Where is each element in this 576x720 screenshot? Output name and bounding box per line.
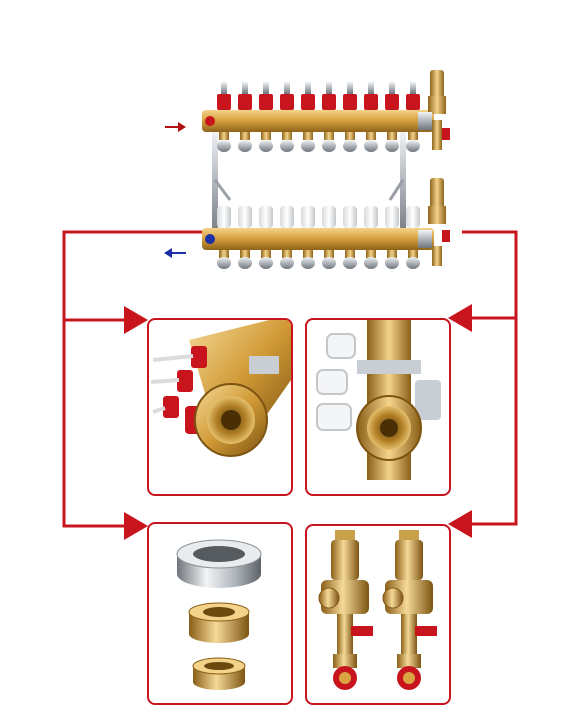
return-valve-cap [385,206,399,269]
supply-flowmeter [301,82,315,152]
return-end-photo [316,320,441,480]
arrow-to-panel-3 [124,512,148,540]
arrow-to-panel-4 [448,510,472,538]
right-connector-line [462,230,518,526]
supply-flowmeter [280,82,294,152]
end-fittings-photo [318,530,437,690]
arrow-to-panel-1 [124,306,148,334]
panel-supply-detail [147,318,293,496]
panel-compression-fitting [147,522,293,705]
supply-flowmeter [238,82,252,152]
return-valve-cap [259,206,273,269]
supply-flowmeter [364,82,378,152]
flow-out-arrow [164,248,186,258]
compression-fitting-photo [176,539,262,690]
panel-end-fittings [305,524,451,705]
return-valve-cap [217,206,231,269]
return-valve-cap [343,206,357,269]
flow-in-arrow [165,122,186,132]
supply-flowmeter [343,82,357,152]
arrow-to-panel-2 [448,304,472,332]
supply-flowmeter [217,82,231,152]
supply-flowmeter [259,82,273,152]
return-valve-cap [364,206,378,269]
supply-end-photo [150,320,291,457]
return-valve-cap [238,206,252,269]
manifold-illustration [202,70,450,269]
return-valve-cap [322,206,336,269]
supply-flowmeter [385,82,399,152]
panel-return-detail [305,318,451,496]
left-connector-line [62,230,205,528]
supply-flowmeter [322,82,336,152]
return-valve-cap [301,206,315,269]
supply-flowmeter [406,82,420,152]
return-valve-cap [280,206,294,269]
return-valve-cap [406,206,420,269]
